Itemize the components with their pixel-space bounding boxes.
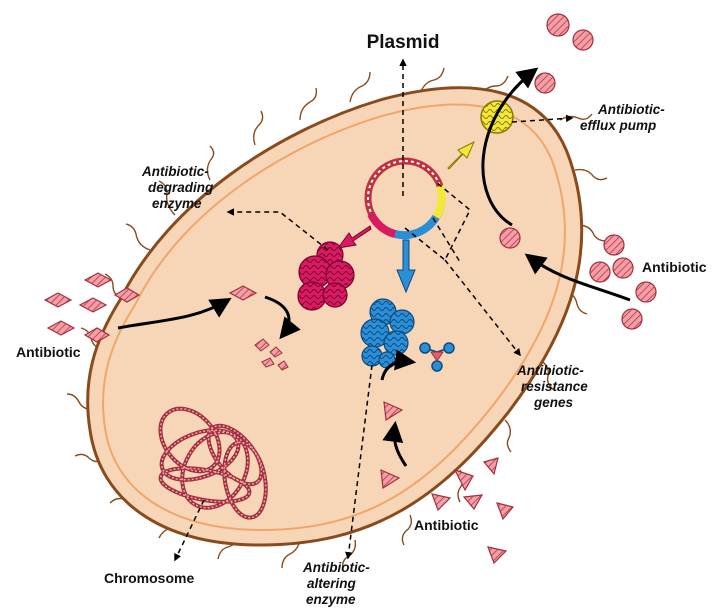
antibiotic-bottom-label: Antibiotic (414, 517, 479, 533)
efflux-pump-label: Antibiotic- efflux pump (580, 102, 669, 133)
efflux-pump (481, 101, 513, 133)
antibiotic-right-label: Antibiotic (642, 259, 707, 275)
plasmid-label: Plasmid (367, 32, 440, 53)
antibiotic-circles-right (590, 235, 656, 329)
antibiotic-left-label: Antibiotic (16, 344, 81, 360)
chromosome-label: Chromosome (104, 570, 194, 586)
resistance-genes-label: Antibiotic- resistance genes (516, 363, 592, 410)
antibiotic-circles-top (535, 14, 593, 93)
altering-enzyme-label: Antibiotic- altering enzyme (302, 560, 374, 607)
antibiotic-circle-inside (500, 228, 520, 248)
